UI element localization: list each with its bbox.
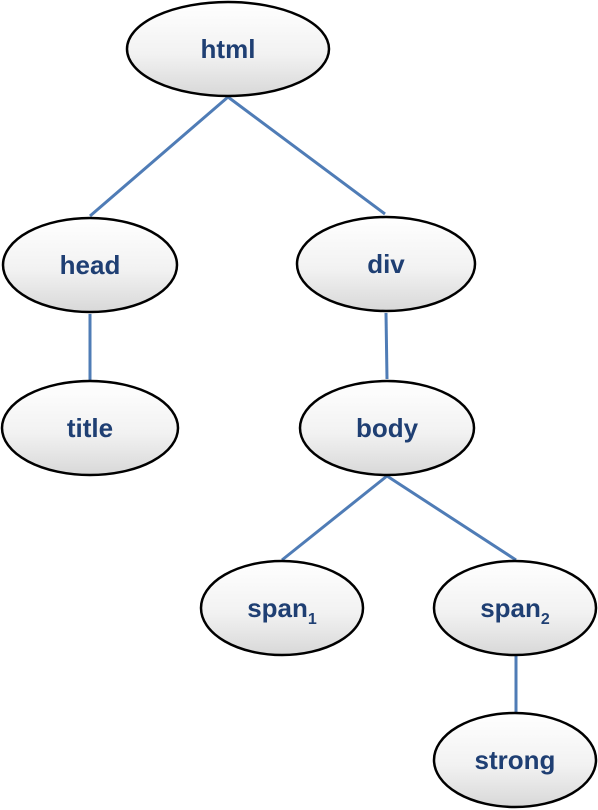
- node-div-label: div: [367, 249, 405, 279]
- node-title-shape: [0, 379, 180, 477]
- node-body: body: [298, 379, 476, 477]
- node-span2: span2: [432, 559, 598, 657]
- edges: [88, 95, 518, 712]
- node-head-label: head: [60, 250, 121, 280]
- node-span1: span1: [199, 559, 365, 657]
- node-div-shape: [295, 215, 477, 313]
- edge-div-body: [384, 312, 389, 380]
- edge-html-head: [89, 95, 229, 218]
- node-head-shape: [1, 216, 179, 314]
- node-span1-subscript: 1: [308, 611, 317, 628]
- node-html: html: [125, 0, 331, 98]
- node-span2-label: span2: [480, 593, 550, 628]
- edge-body-span2: [386, 474, 517, 562]
- node-strong-label: strong: [475, 745, 556, 775]
- edge-body-span1: [281, 474, 388, 562]
- node-span2-shape: [432, 559, 598, 657]
- node-html-shape: [125, 0, 331, 98]
- node-title: title: [0, 379, 180, 477]
- node-div: div: [295, 215, 477, 313]
- edge-html-div: [227, 95, 386, 216]
- node-strong-shape: [432, 711, 598, 809]
- node-span1-shape: [199, 559, 365, 657]
- node-head: head: [1, 216, 179, 314]
- node-span1-label: span1: [247, 593, 317, 628]
- node-title-label: title: [67, 413, 113, 443]
- node-strong: strong: [432, 711, 598, 809]
- node-span2-subscript: 2: [541, 611, 550, 628]
- node-body-shape: [298, 379, 476, 477]
- node-body-label: body: [356, 413, 419, 443]
- node-html-label: html: [201, 34, 256, 64]
